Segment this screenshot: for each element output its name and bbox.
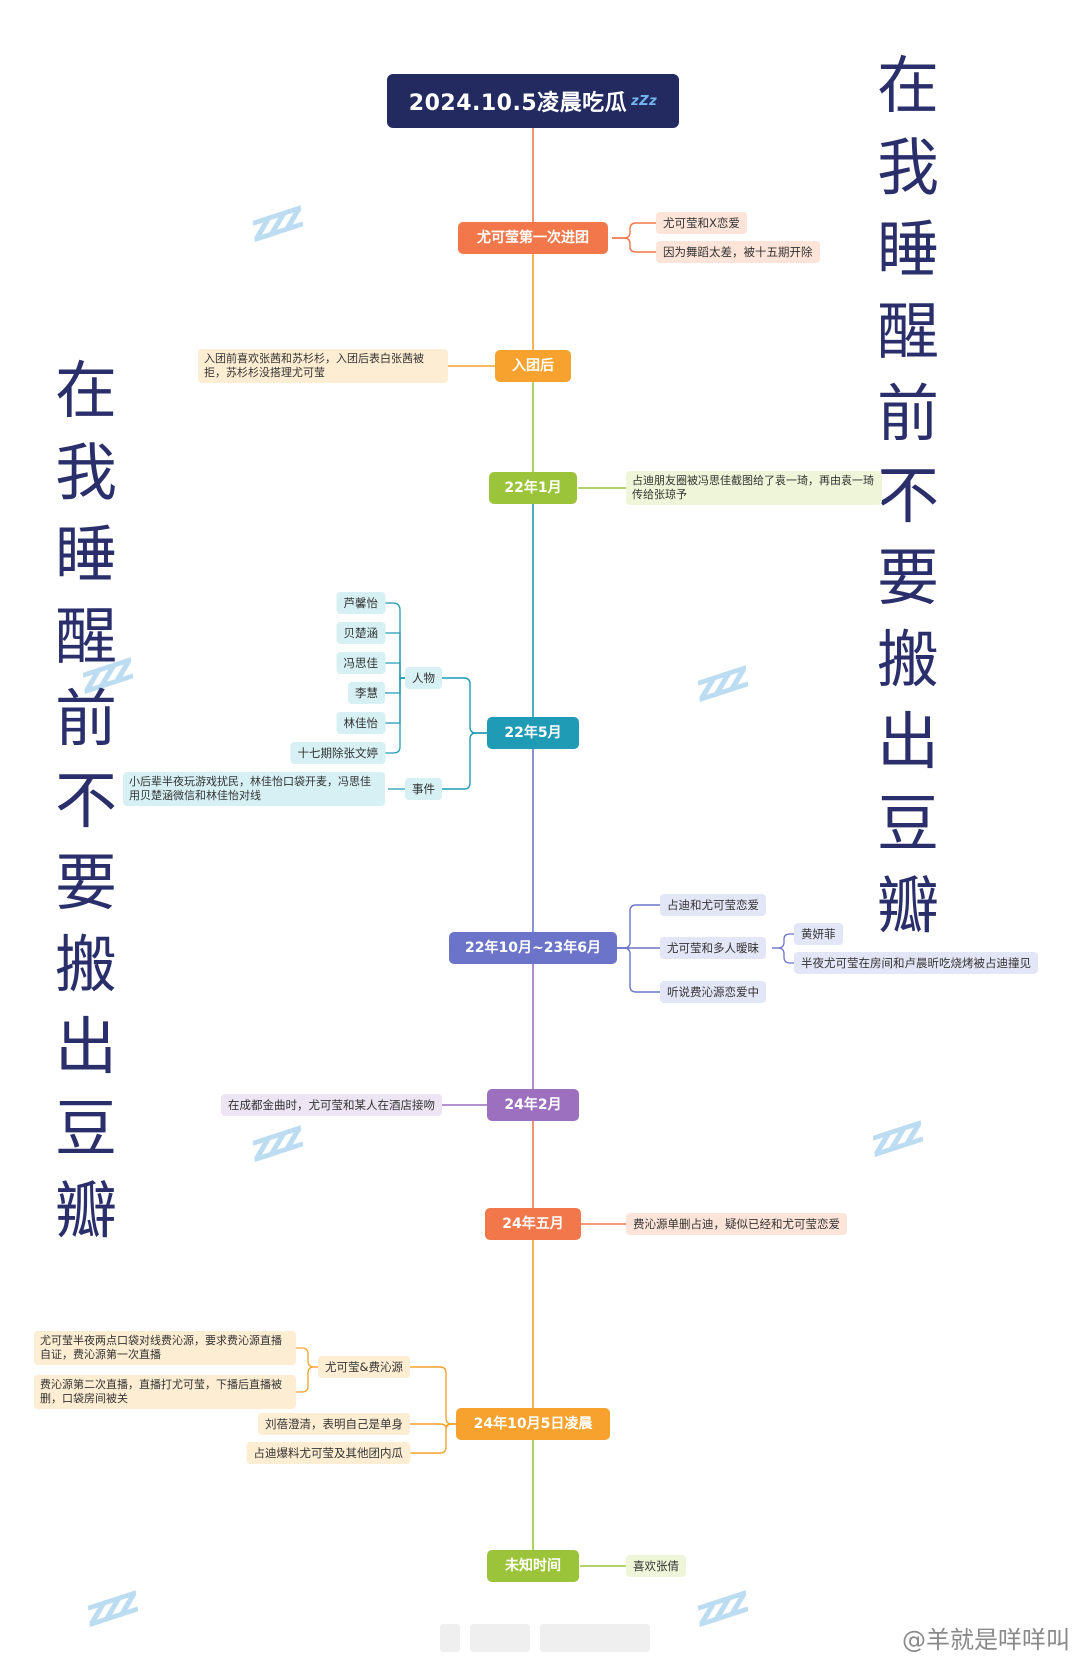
node-after-join: 入团后 [495, 350, 571, 382]
node-unknown-time: 未知时间 [487, 1550, 579, 1582]
leaf-first-join-2: 因为舞蹈太差，被十五期开除 [656, 241, 820, 263]
sleep-zzz-icon: zZz [631, 93, 658, 109]
leaf-event-1: 小后辈半夜玩游戏扰民，林佳怡口袋开麦，冯思佳用贝楚涵微信和林佳怡对线 [123, 772, 385, 806]
person-2: 贝楚涵 [336, 622, 385, 644]
node-jan22: 22年1月 [489, 472, 577, 504]
leaf-oct22-2a: 黄妍菲 [794, 923, 843, 945]
leaf-first-join-1: 尤可莹和X恋爱 [656, 212, 747, 234]
blurred-strip [470, 1624, 530, 1652]
person-6: 十七期除张文婷 [290, 742, 385, 764]
leaf-oct5-3: 占迪爆料尤可莹及其他团内瓜 [246, 1442, 410, 1464]
leaf-oct5-b: 费沁源第二次直播，直播打尤可莹，下播后直播被删，口袋房间被关 [34, 1375, 296, 1409]
leaf-oct22-3: 听说费沁源恋爱中 [660, 981, 766, 1003]
leaf-oct5-2: 刘蓓澄清，表明自己是单身 [258, 1413, 410, 1435]
leaf-after-join-1: 入团前喜欢张茜和苏杉杉，入团后表白张茜被拒，苏杉杉没搭理尤可莹 [198, 349, 448, 383]
blurred-strip [540, 1624, 650, 1652]
title-text: 2024.10.5凌晨吃瓜 [408, 91, 628, 116]
leaf-oct22-1: 占迪和尤可莹恋爱 [660, 894, 766, 916]
leaf-oct5-a: 尤可莹半夜两点口袋对线费沁源，要求费沁源直播自证，费沁源第一次直播 [34, 1331, 296, 1365]
person-1: 芦馨怡 [336, 592, 385, 614]
leaf-unknown-1: 喜欢张倩 [626, 1555, 686, 1577]
blurred-strip [440, 1624, 460, 1652]
node-feb24: 24年2月 [487, 1089, 579, 1121]
weibo-watermark: @羊就是咩咩叫 [902, 1626, 1070, 1654]
may22-people-label: 人物 [405, 667, 442, 689]
leaf-may24-1: 费沁源单删占迪，疑似已经和尤可莹恋爱 [626, 1213, 847, 1235]
leaf-oct22-2b: 半夜尤可莹在房间和卢晨昕吃烧烤被占迪撞见 [794, 952, 1038, 974]
node-may24: 24年五月 [485, 1208, 581, 1240]
node-oct5-24: 24年10月5日凌晨 [456, 1408, 610, 1440]
may22-events-label: 事件 [405, 778, 442, 800]
node-oct22-jun23: 22年10月~23年6月 [449, 932, 617, 964]
node-first-join: 尤可莹第一次进团 [458, 222, 608, 254]
person-4: 李慧 [348, 682, 385, 704]
person-3: 冯思佳 [336, 652, 385, 674]
side-text-left: 在我睡醒前不要搬出豆瓣 [54, 354, 117, 1247]
side-text-right: 在我睡醒前不要搬出豆瓣 [876, 49, 939, 942]
node-may22: 22年5月 [487, 717, 579, 749]
oct5-group-label: 尤可莹&费沁源 [318, 1356, 410, 1378]
diagram-title: 2024.10.5凌晨吃瓜 zZz [387, 74, 679, 128]
leaf-feb24-1: 在成都金曲时，尤可莹和某人在酒店接吻 [221, 1094, 442, 1116]
person-5: 林佳怡 [336, 712, 385, 734]
leaf-jan22-1: 占迪朋友圈被冯思佳截图给了袁一琦，再由袁一琦传给张琼予 [626, 471, 882, 505]
leaf-oct22-2: 尤可莹和多人暧昧 [660, 937, 766, 959]
